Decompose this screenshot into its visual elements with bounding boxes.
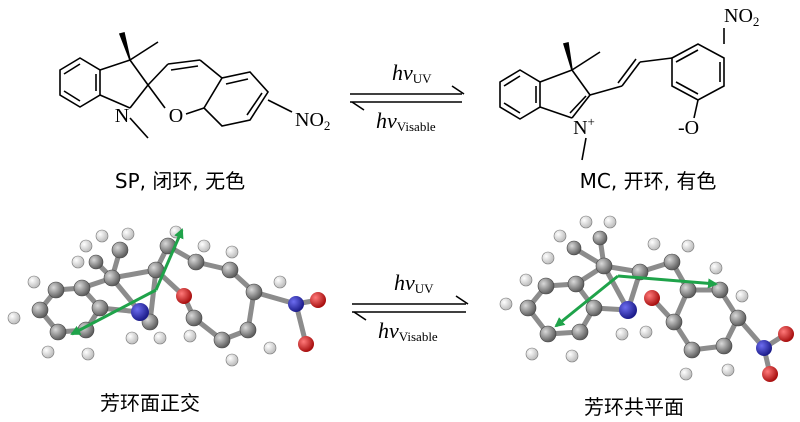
- sp-nitrogen-label: N: [115, 105, 129, 127]
- orthogonal-caption: 芳环面正交: [100, 391, 200, 415]
- bottom-equilibrium-arrows: [352, 295, 469, 321]
- mc-nitrogen-label: N+: [573, 114, 595, 139]
- sp-caption: SP, 闭环, 无色: [115, 169, 245, 193]
- mc-oxide-label: -O: [678, 117, 699, 139]
- top-equilibrium-arrows: [350, 85, 465, 111]
- mc-caption: MC, 开环, 有色: [580, 169, 717, 193]
- sp-oxygen-label: O: [169, 105, 183, 127]
- sp-structure: [59, 32, 293, 139]
- mc-nitro-label: NO2: [724, 5, 759, 29]
- sp-nitro-label: NO2: [295, 109, 330, 133]
- bottom-arrow-upper-label: hvUV: [394, 270, 434, 296]
- mc-structure: [499, 28, 725, 161]
- sp-3d-model: [7, 225, 326, 367]
- top-arrow-lower-label: hvVisable: [376, 108, 436, 134]
- top-arrow-upper-label: hvUV: [392, 60, 432, 86]
- coplanar-caption: 芳环共平面: [584, 395, 684, 419]
- mc-3d-model: [499, 215, 794, 382]
- bottom-arrow-lower-label: hvVisable: [378, 318, 438, 344]
